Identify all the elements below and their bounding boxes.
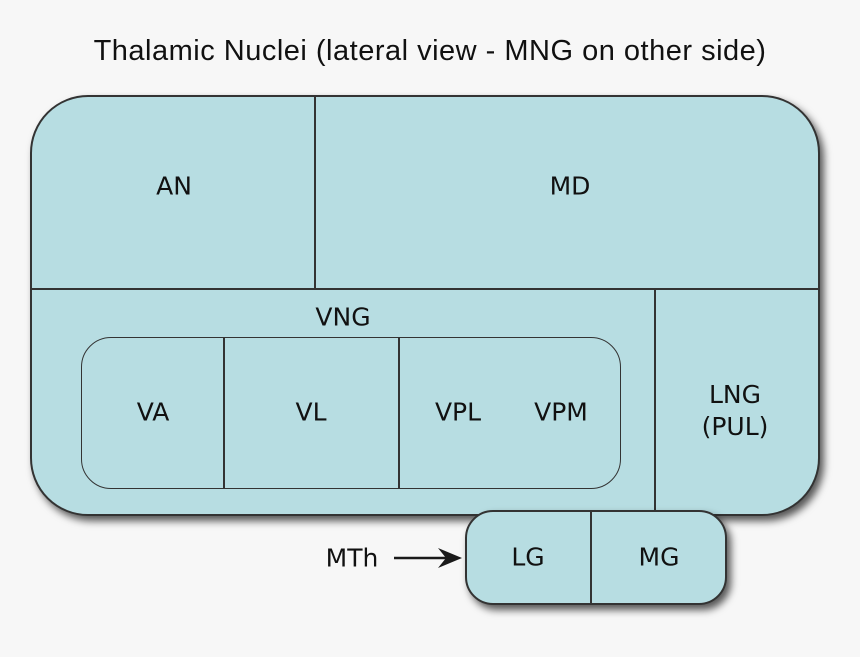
lng-line1: LNG xyxy=(708,380,761,409)
mth-label: MTh xyxy=(325,543,379,573)
region-label-lng-pul: LNG (PUL) xyxy=(702,379,769,443)
page-title: Thalamic Nuclei (lateral view - MNG on o… xyxy=(93,35,767,67)
geniculate-box: LG MG xyxy=(465,510,727,605)
region-label-vl: VL xyxy=(295,397,327,427)
region-label-an: AN xyxy=(156,171,192,201)
region-label-vng: VNG xyxy=(315,302,371,332)
region-label-lg: LG xyxy=(511,542,545,572)
divider-vl-vpl xyxy=(398,338,400,488)
region-label-va: VA xyxy=(136,397,170,427)
divider-an-md xyxy=(314,97,316,288)
region-label-md: MD xyxy=(549,171,591,201)
divider-va-vl xyxy=(223,338,225,488)
region-label-vpm: VPM xyxy=(534,397,588,427)
region-label-vpl: VPL xyxy=(434,397,482,427)
divider-lng xyxy=(654,290,656,514)
divider-top-row xyxy=(32,288,818,290)
ventral-group-box: VA VL VPL VPM xyxy=(81,337,621,489)
region-label-mg: MG xyxy=(638,542,680,572)
divider-lg-mg xyxy=(590,512,592,603)
thalamus-body-region: AN MD VNG LNG (PUL) VA VL VPL VPM xyxy=(30,95,820,516)
lng-line2: (PUL) xyxy=(701,412,769,441)
